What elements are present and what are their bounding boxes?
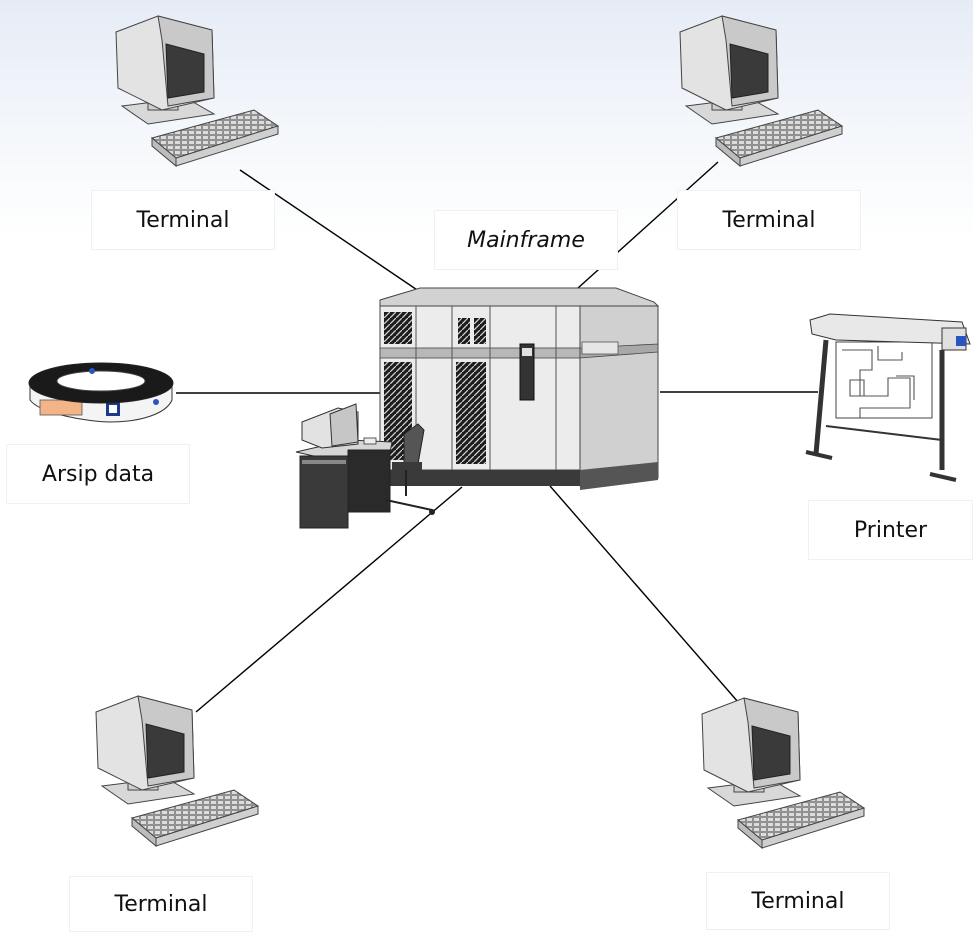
line-to-terminal-bottom-right xyxy=(549,485,753,719)
terminal-icon xyxy=(115,15,279,167)
terminal-icon xyxy=(701,697,865,849)
archive-label: Arsip data xyxy=(6,444,190,504)
terminal-top-right-label: Terminal xyxy=(677,190,861,250)
printer-label: Printer xyxy=(808,500,973,560)
connection-lines xyxy=(176,161,818,719)
mainframe-icon xyxy=(379,287,660,490)
terminal-top-left-label: Terminal xyxy=(91,190,275,250)
terminal-icon xyxy=(679,15,843,167)
terminal-bottom-left-label: Terminal xyxy=(69,876,253,932)
line-to-terminal-bottom-left xyxy=(195,486,463,713)
printer-plotter-icon xyxy=(805,313,971,482)
line-to-terminal-top-right xyxy=(557,161,719,307)
mainframe-label: Mainframe xyxy=(434,210,618,270)
operator-desk-icon xyxy=(295,403,435,529)
terminal-bottom-right-label: Terminal xyxy=(706,872,890,930)
terminal-icon xyxy=(95,695,259,847)
archive-tape-icon xyxy=(28,362,174,423)
